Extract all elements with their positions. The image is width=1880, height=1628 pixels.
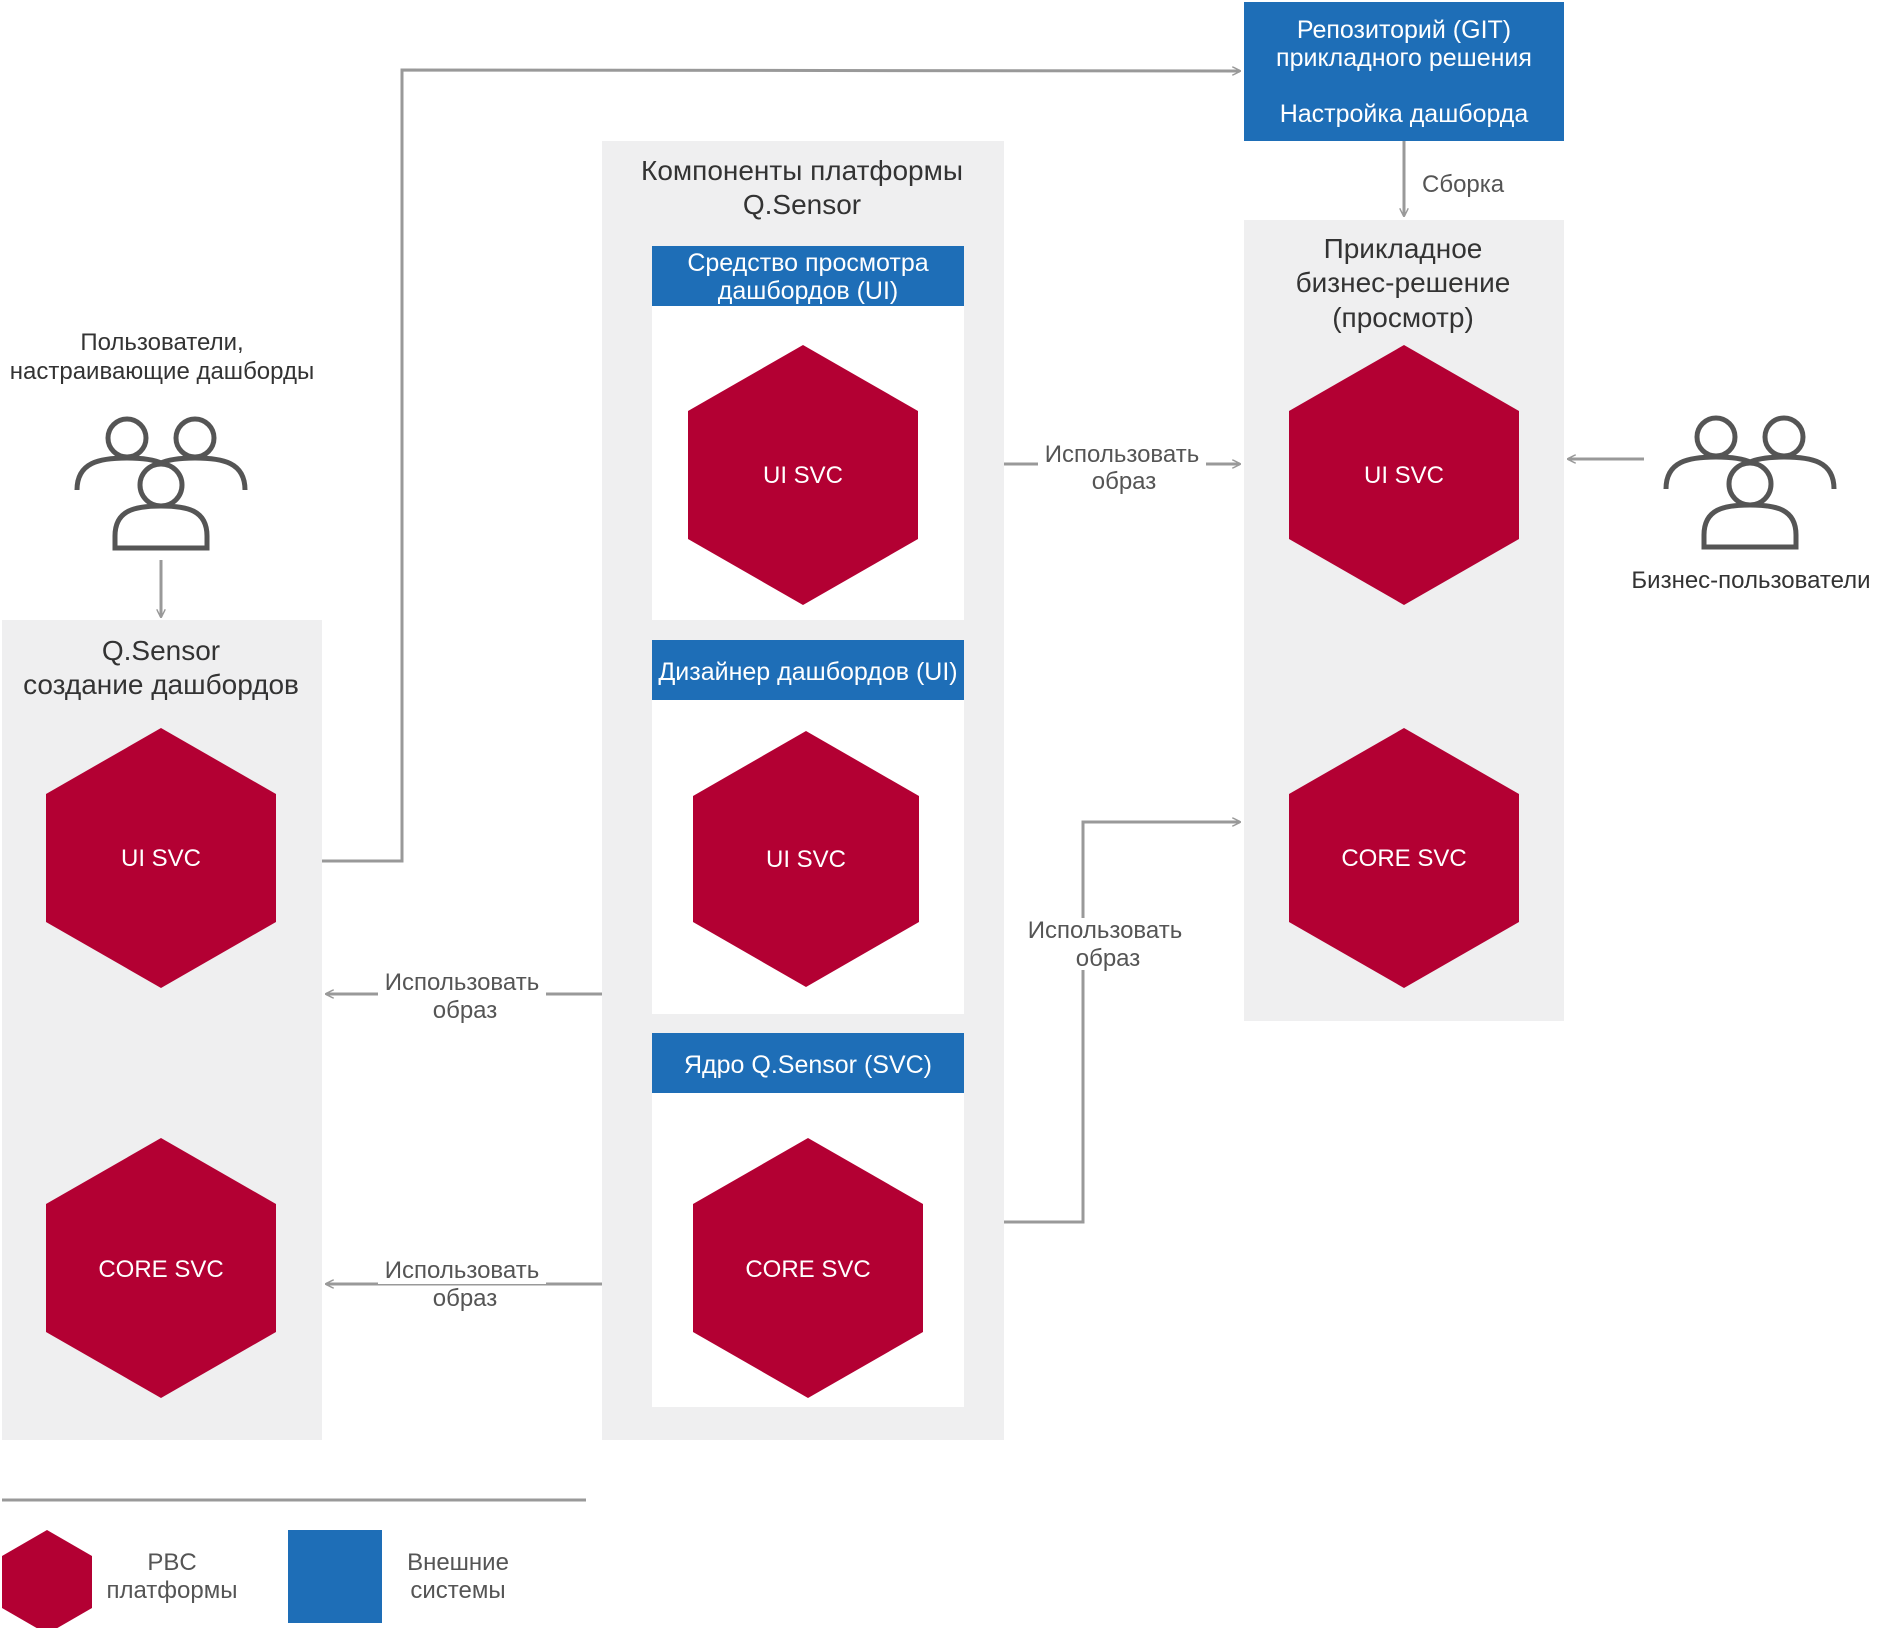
designer-header-text: Дизайнер дашбордов (UI) — [658, 658, 957, 686]
hex-label-core-svc: CORE SVC — [745, 1256, 870, 1283]
right-panel-title-line2: бизнес-решение — [1296, 267, 1511, 298]
legend-pbc-line2: платформы — [106, 1577, 237, 1604]
legend-external-square — [288, 1530, 382, 1623]
core-header-text: Ядро Q.Sensor (SVC) — [684, 1051, 932, 1079]
pbc-hexagon-core-svc — [693, 1138, 923, 1398]
legend-ext-line1: Внешние — [407, 1549, 509, 1576]
arrow-core-to-right-core — [1004, 822, 1240, 1224]
arrow-label-build: Сборка — [1422, 171, 1505, 198]
left-panel-title-line1: Q.Sensor — [102, 635, 220, 666]
hex-label-right-core: CORE SVC — [1341, 845, 1466, 872]
legend-pbc-line1: PBC — [147, 1549, 196, 1576]
arrow-left-ui-to-repo — [322, 70, 1240, 863]
viewer-header-line2: дашбордов (UI) — [718, 277, 898, 305]
right-panel-title-line3: (просмотр) — [1332, 302, 1474, 333]
pbc-hexagon-right-ui — [1289, 345, 1519, 605]
admins-label-line1: Пользователи, — [80, 329, 243, 356]
middle-panel-title-line1: Компоненты платформы — [641, 155, 963, 186]
viewer-header — [652, 246, 964, 306]
hex-label-designer-ui: UI SVC — [766, 846, 846, 873]
repo-box — [1244, 2, 1564, 141]
pbc-hexagon-viewer-ui — [688, 345, 918, 605]
pbc-hexagon-designer-ui — [693, 731, 919, 987]
arrow-label-designer-line2: образ — [433, 997, 498, 1024]
admins-label-line2: настраивающие дашборды — [10, 358, 314, 385]
legend-ext-line2: системы — [410, 1577, 505, 1604]
arrow-label-core-right-line2: образ — [1076, 945, 1141, 972]
users-group-icon — [1666, 418, 1834, 547]
arrow-label-designer-line1: Использовать — [385, 969, 539, 996]
arrow-label-core-left-line2: образ — [433, 1285, 498, 1312]
arrow-label-core-left-line1: Использовать — [385, 1257, 539, 1284]
arrow-label-viewer-line1: Использовать — [1045, 441, 1199, 468]
core-header — [652, 1033, 964, 1093]
hex-label-right-ui: UI SVC — [1364, 462, 1444, 489]
legend-pbc-hexagon — [2, 1530, 92, 1628]
hex-label-left-ui: UI SVC — [121, 845, 201, 872]
viewer-header-line1: Средство просмотра — [687, 249, 928, 277]
pbc-hexagon-left-core — [46, 1138, 276, 1398]
hex-label-left-core: CORE SVC — [98, 1256, 223, 1283]
right-panel-title-line1: Прикладное — [1324, 233, 1483, 264]
left-panel-title-line2: создание дашбордов — [23, 669, 299, 700]
middle-panel-title-line2: Q.Sensor — [743, 189, 861, 220]
pbc-hexagon-right-core — [1289, 728, 1519, 988]
pbc-hexagon-left-ui — [46, 728, 276, 988]
users-group-icon — [77, 419, 245, 548]
arrow-label-viewer-line2: образ — [1092, 468, 1157, 495]
arrow-label-core-right-line1: Использовать — [1028, 917, 1182, 944]
hex-label-viewer-ui: UI SVC — [763, 462, 843, 489]
repo-line1: Репозиторий (GIT) — [1297, 16, 1511, 44]
business-users-label: Бизнес-пользователи — [1631, 567, 1870, 594]
repo-line3: Настройка дашборда — [1280, 100, 1529, 128]
repo-line2: прикладного решения — [1276, 44, 1532, 72]
designer-header — [652, 640, 964, 700]
